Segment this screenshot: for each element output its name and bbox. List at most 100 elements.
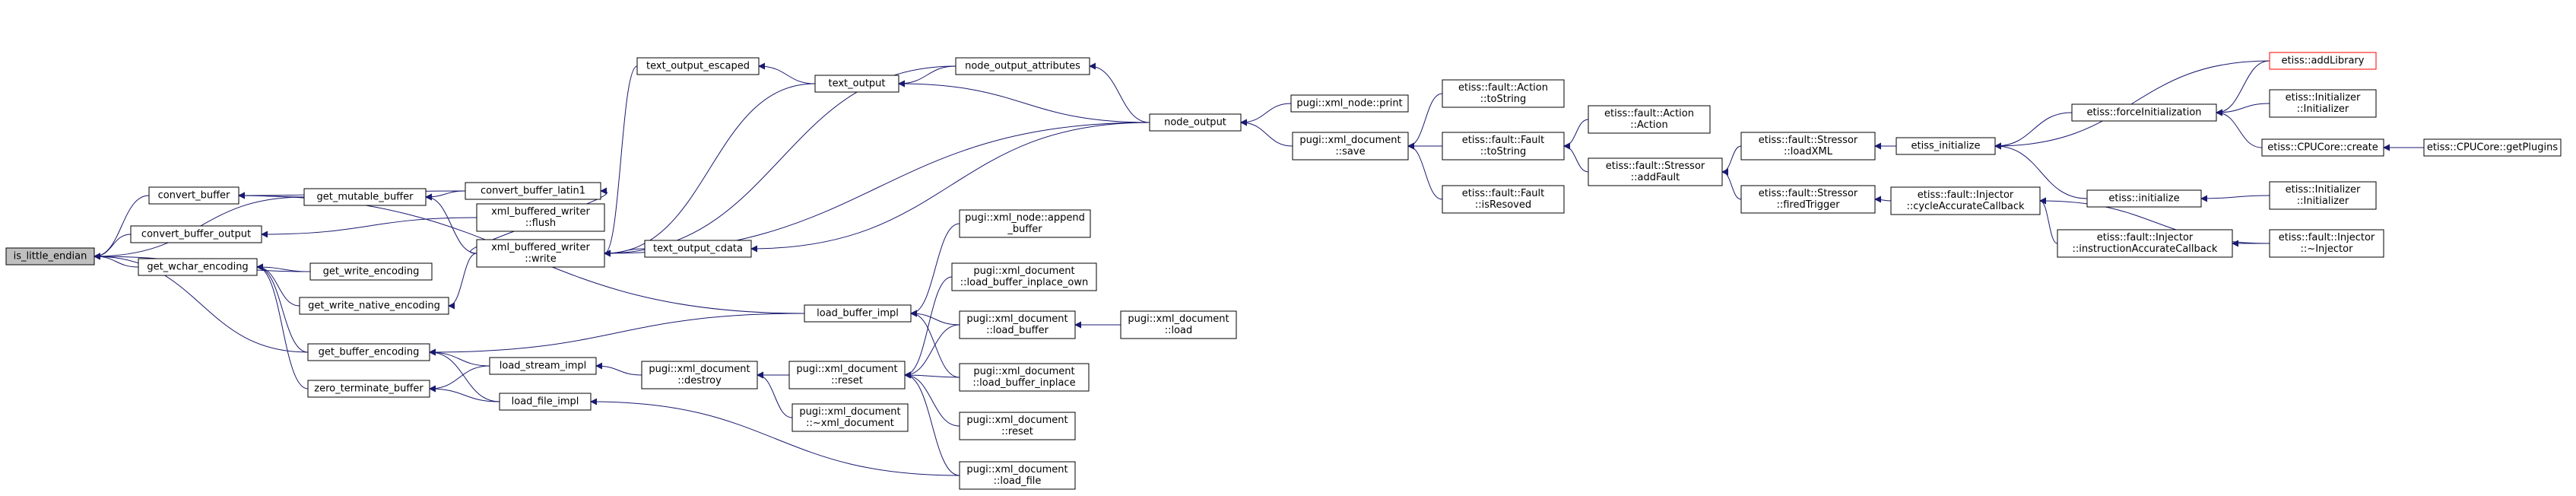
node-etiss-CPUCore-getPlugins[interactable]: etiss::CPUCore::getPlugins <box>2423 138 2562 157</box>
node-get-mutable-buffer[interactable]: get_mutable_buffer <box>303 188 427 206</box>
node-label: etiss_initialize <box>1911 141 1981 152</box>
node-box <box>1588 157 1723 186</box>
edge-pugi_xml_document_load_buffer_inplace-to-pugi_xml_document_reset <box>904 371 960 379</box>
node-pugi-xml-document-reset[interactable]: pugi::xml_document::reset <box>788 361 906 389</box>
node-label: ::loadXML <box>1784 146 1833 157</box>
node-label: get_wchar_encoding <box>147 262 248 273</box>
node-pugi-xml-document-save[interactable]: pugi::xml_document::save <box>1292 132 1409 161</box>
node-box <box>476 203 605 232</box>
node-label: pugi::xml_document <box>973 366 1074 377</box>
node-box <box>959 310 1076 339</box>
node-get-buffer-encoding[interactable]: get_buffer_encoding <box>307 343 430 361</box>
node-box <box>641 361 758 389</box>
node-label: xml_buffered_writer <box>491 242 590 253</box>
node-box <box>2057 229 2233 258</box>
edge-pugi_xml_node_append_buffer-to-load_buffer_impl <box>910 223 960 317</box>
node-pugi-xml-document-load[interactable]: pugi::xml_document::load <box>1120 310 1237 339</box>
node-etiss-initialize-underscore[interactable]: etiss_initialize <box>1896 137 1996 155</box>
edge-pugi_xml_document_dtor-to-pugi_xml_document_destroy <box>757 371 793 418</box>
node-label: etiss::fault::Injector <box>2097 232 2194 243</box>
node-label: ::reset <box>1001 426 1033 437</box>
node-etiss-addLibrary[interactable]: etiss::addLibrary <box>2269 52 2377 70</box>
node-zero-terminate-buffer[interactable]: zero_terminate_buffer <box>307 380 430 398</box>
node-etiss-Initializer-Initializer[interactable]: etiss::Initializer::Initializer <box>2269 89 2377 118</box>
node-pugi-xml-document-load-buffer-inplace[interactable]: pugi::xml_document::load_buffer_inplace <box>959 363 1090 392</box>
node-get-wchar-encoding[interactable]: get_wchar_encoding <box>138 258 258 276</box>
edge-xml_buffered_writer_flush-to-convert_buffer_output <box>261 217 477 238</box>
node-etiss-fault-Action-toString[interactable]: etiss::fault::Action::toString <box>1442 79 1565 108</box>
edge-get_buffer_encoding-to-get_wchar_encoding <box>256 263 309 353</box>
node-node-output[interactable]: node_output <box>1149 113 1242 132</box>
node-xml-buffered-writer-flush[interactable]: xml_buffered_writer::flush <box>476 203 605 232</box>
node-label: pugi::xml_document <box>966 415 1068 426</box>
node-etiss-forceInitialization[interactable]: etiss::forceInitialization <box>2071 103 2217 122</box>
node-etiss-fault-Stressor-addFault[interactable]: etiss::fault::Stressor::addFault <box>1588 157 1723 186</box>
edge-pugi_xml_document_load_file-to-load_file_impl <box>590 398 960 476</box>
node-get-write-encoding[interactable]: get_write_encoding <box>309 262 433 281</box>
node-label: zero_terminate_buffer <box>314 383 424 395</box>
node-convert-buffer[interactable]: convert_buffer <box>148 186 240 205</box>
node-etiss-fault-Fault-isResoved[interactable]: etiss::fault::Fault::isResoved <box>1442 185 1565 214</box>
node-label: etiss::addLibrary <box>2282 56 2365 67</box>
edge-convert_buffer_latin1-to-get_mutable_buffer <box>425 190 466 201</box>
node-box <box>307 343 430 361</box>
edge-pugi_xml_document_load_buffer-to-pugi_xml_document_reset <box>904 324 960 379</box>
node-load-buffer-impl[interactable]: load_buffer_impl <box>804 304 912 323</box>
node-etiss-Initializer-Initializer2[interactable]: etiss::Initializer::Initializer <box>2269 181 2377 210</box>
node-etiss-initialize[interactable]: etiss::initialize <box>2086 189 2202 208</box>
edge-etiss_Initializer_Initializer2-to-etiss_initialize <box>2200 195 2270 202</box>
node-box <box>307 380 430 398</box>
node-text-output-cdata[interactable]: text_output_cdata <box>644 240 752 258</box>
node-pugi-xml-document-load-file[interactable]: pugi::xml_document::load_file <box>959 461 1076 490</box>
node-pugi-xml-document-load-buffer[interactable]: pugi::xml_document::load_buffer <box>959 310 1076 339</box>
node-text-output[interactable]: text_output <box>814 75 899 93</box>
node-node-output-attributes[interactable]: node_output_attributes <box>955 57 1090 75</box>
node-box <box>1290 94 1409 113</box>
edge-text_output_escaped-to-xml_buffered_writer_write <box>604 65 638 257</box>
node-label: etiss::fault::Action <box>1458 82 1548 94</box>
node-label: pugi::xml_document <box>1128 313 1229 325</box>
node-label: ::destroy <box>677 375 722 386</box>
node-etiss-fault-Fault-toString[interactable]: etiss::fault::Fault::toString <box>1442 132 1565 161</box>
node-pugi-xml-document-dtor[interactable]: pugi::xml_document::~xml_document <box>792 403 909 432</box>
node-label: get_write_encoding <box>323 266 420 278</box>
node-etiss-fault-Stressor-firedTrigger[interactable]: etiss::fault::Stressor::firedTrigger <box>1740 185 1876 214</box>
edge-load_stream_impl-to-get_buffer_encoding <box>429 348 490 367</box>
node-label: ::~xml_document <box>806 418 894 429</box>
node-pugi-xml-node-append-buffer[interactable]: pugi::xml_node::append_buffer <box>959 209 1091 238</box>
node-box <box>138 258 258 276</box>
node-get-write-native-encoding[interactable]: get_write_native_encoding <box>299 297 449 315</box>
node-pugi-xml-document-reset2[interactable]: pugi::xml_document::reset <box>959 412 1076 440</box>
node-label: ::firedTrigger <box>1776 199 1840 211</box>
node-label: etiss::fault::Stressor <box>1606 161 1705 172</box>
edge-node_output-to-text_output_cdata <box>750 122 1150 253</box>
node-label: etiss::fault::Fault <box>1462 135 1544 146</box>
node-pugi-xml-document-destroy[interactable]: pugi::xml_document::destroy <box>641 361 758 389</box>
node-load-file-impl[interactable]: load_file_impl <box>499 393 592 411</box>
node-etiss-fault-Stressor-loadXML[interactable]: etiss::fault::Stressor::loadXML <box>1740 132 1876 161</box>
edge-get_buffer_encoding-to-is_little_endian <box>94 253 309 353</box>
edge-pugi_xml_document_load_buffer_inplace-to-load_buffer_impl <box>910 310 960 378</box>
node-convert-buffer-output[interactable]: convert_buffer_output <box>130 225 262 243</box>
node-is-little-endian[interactable]: is_little_endian <box>5 247 95 265</box>
edge-etiss_fault_Stressor_addFault-to-etiss_fault_Fault_toString <box>1563 142 1589 173</box>
node-box <box>2261 138 2384 157</box>
node-label: etiss::forceInitialization <box>2086 107 2201 119</box>
node-box <box>644 240 752 258</box>
node-pugi-xml-document-load-buffer-inplace-own[interactable]: pugi::xml_document::load_buffer_inplace_… <box>951 262 1097 291</box>
node-box <box>489 357 597 375</box>
node-load-stream-impl[interactable]: load_stream_impl <box>489 357 597 375</box>
node-label: etiss::fault::Fault <box>1462 188 1544 199</box>
node-text-output-escaped[interactable]: text_output_escaped <box>636 57 760 75</box>
node-label: etiss::initialize <box>2108 193 2179 205</box>
node-etiss-fault-Action-Action[interactable]: etiss::fault::Action::Action <box>1588 105 1711 134</box>
node-etiss-fault-Injector-dtor[interactable]: etiss::fault::Injector::~Injector <box>2269 229 2384 258</box>
node-etiss-fault-Injector-instructionAccurateCallback[interactable]: etiss::fault::Injector::instructionAccur… <box>2057 229 2233 258</box>
node-etiss-CPUCore-create[interactable]: etiss::CPUCore::create <box>2261 138 2384 157</box>
node-box <box>959 461 1076 490</box>
node-pugi-xml-node-print[interactable]: pugi::xml_node::print <box>1290 94 1409 113</box>
node-xml-buffered-writer-write[interactable]: xml_buffered_writer::write <box>476 239 605 268</box>
node-convert-buffer-latin1[interactable]: convert_buffer_latin1 <box>465 182 601 200</box>
node-etiss-fault-Injector-cycleAccurateCallback[interactable]: etiss::fault::Injector::cycleAccurateCal… <box>1890 186 2041 215</box>
node-label: pugi::xml_document <box>799 406 900 418</box>
